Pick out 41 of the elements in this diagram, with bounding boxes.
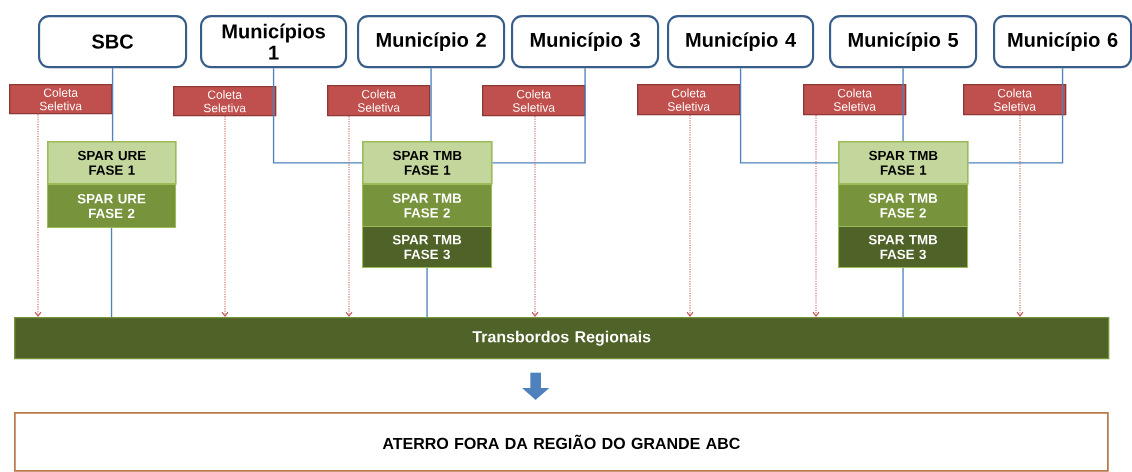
facility-box: SPAR TMB FASE 2 (362, 184, 493, 228)
facility-box: SPAR URE FASE 2 (47, 184, 177, 229)
facility-box: SPAR TMB FASE 1 (838, 141, 969, 185)
facility-box: SPAR TMB FASE 3 (838, 226, 969, 269)
collection-box: Coleta Seletiva (482, 85, 586, 117)
municipality-box: Município 3 (511, 15, 660, 69)
connector-line (902, 67, 904, 142)
connector-line (426, 267, 428, 318)
dotted-arrow (345, 115, 353, 317)
municipality-box: SBC (38, 15, 188, 69)
collection-box: Coleta Seletiva (637, 84, 741, 116)
connector-line (111, 67, 114, 142)
collection-box: Coleta Seletiva (173, 86, 277, 117)
collection-box: Coleta Seletiva (327, 85, 431, 117)
municipality-box: Município 4 (667, 15, 815, 69)
municipality-box: Município 5 (829, 15, 978, 69)
dotted-arrow (812, 114, 820, 317)
connector-line (272, 67, 363, 164)
municipality-box: Município 2 (357, 15, 506, 69)
connector-line (430, 67, 432, 142)
facility-box: SPAR TMB FASE 2 (838, 184, 969, 228)
connector-line (491, 67, 586, 164)
facility-box: SPAR URE FASE 1 (47, 141, 177, 185)
collection-box: Coleta Seletiva (9, 84, 113, 115)
municipality-box: Municípios 1 (200, 15, 348, 69)
connector-line (110, 227, 113, 318)
connector-line (739, 67, 839, 164)
dotted-arrow (531, 115, 539, 317)
connector-line (902, 267, 904, 318)
municipality-box: Município 6 (993, 15, 1132, 69)
connector-line (967, 67, 1064, 164)
collection-box: Coleta Seletiva (963, 84, 1067, 116)
landfill-box: ATERRO FORA DA REGIÃO DO GRANDE ABC (14, 412, 1109, 472)
facility-box: SPAR TMB FASE 3 (362, 226, 493, 269)
dotted-arrow (686, 114, 694, 317)
dotted-arrow (1016, 114, 1024, 317)
facility-box: SPAR TMB FASE 1 (362, 141, 493, 185)
transfer-bar: Transbordos Regionais (14, 317, 1110, 360)
collection-box: Coleta Seletiva (803, 84, 907, 116)
dotted-arrow (34, 113, 42, 317)
dotted-arrow (221, 115, 229, 317)
